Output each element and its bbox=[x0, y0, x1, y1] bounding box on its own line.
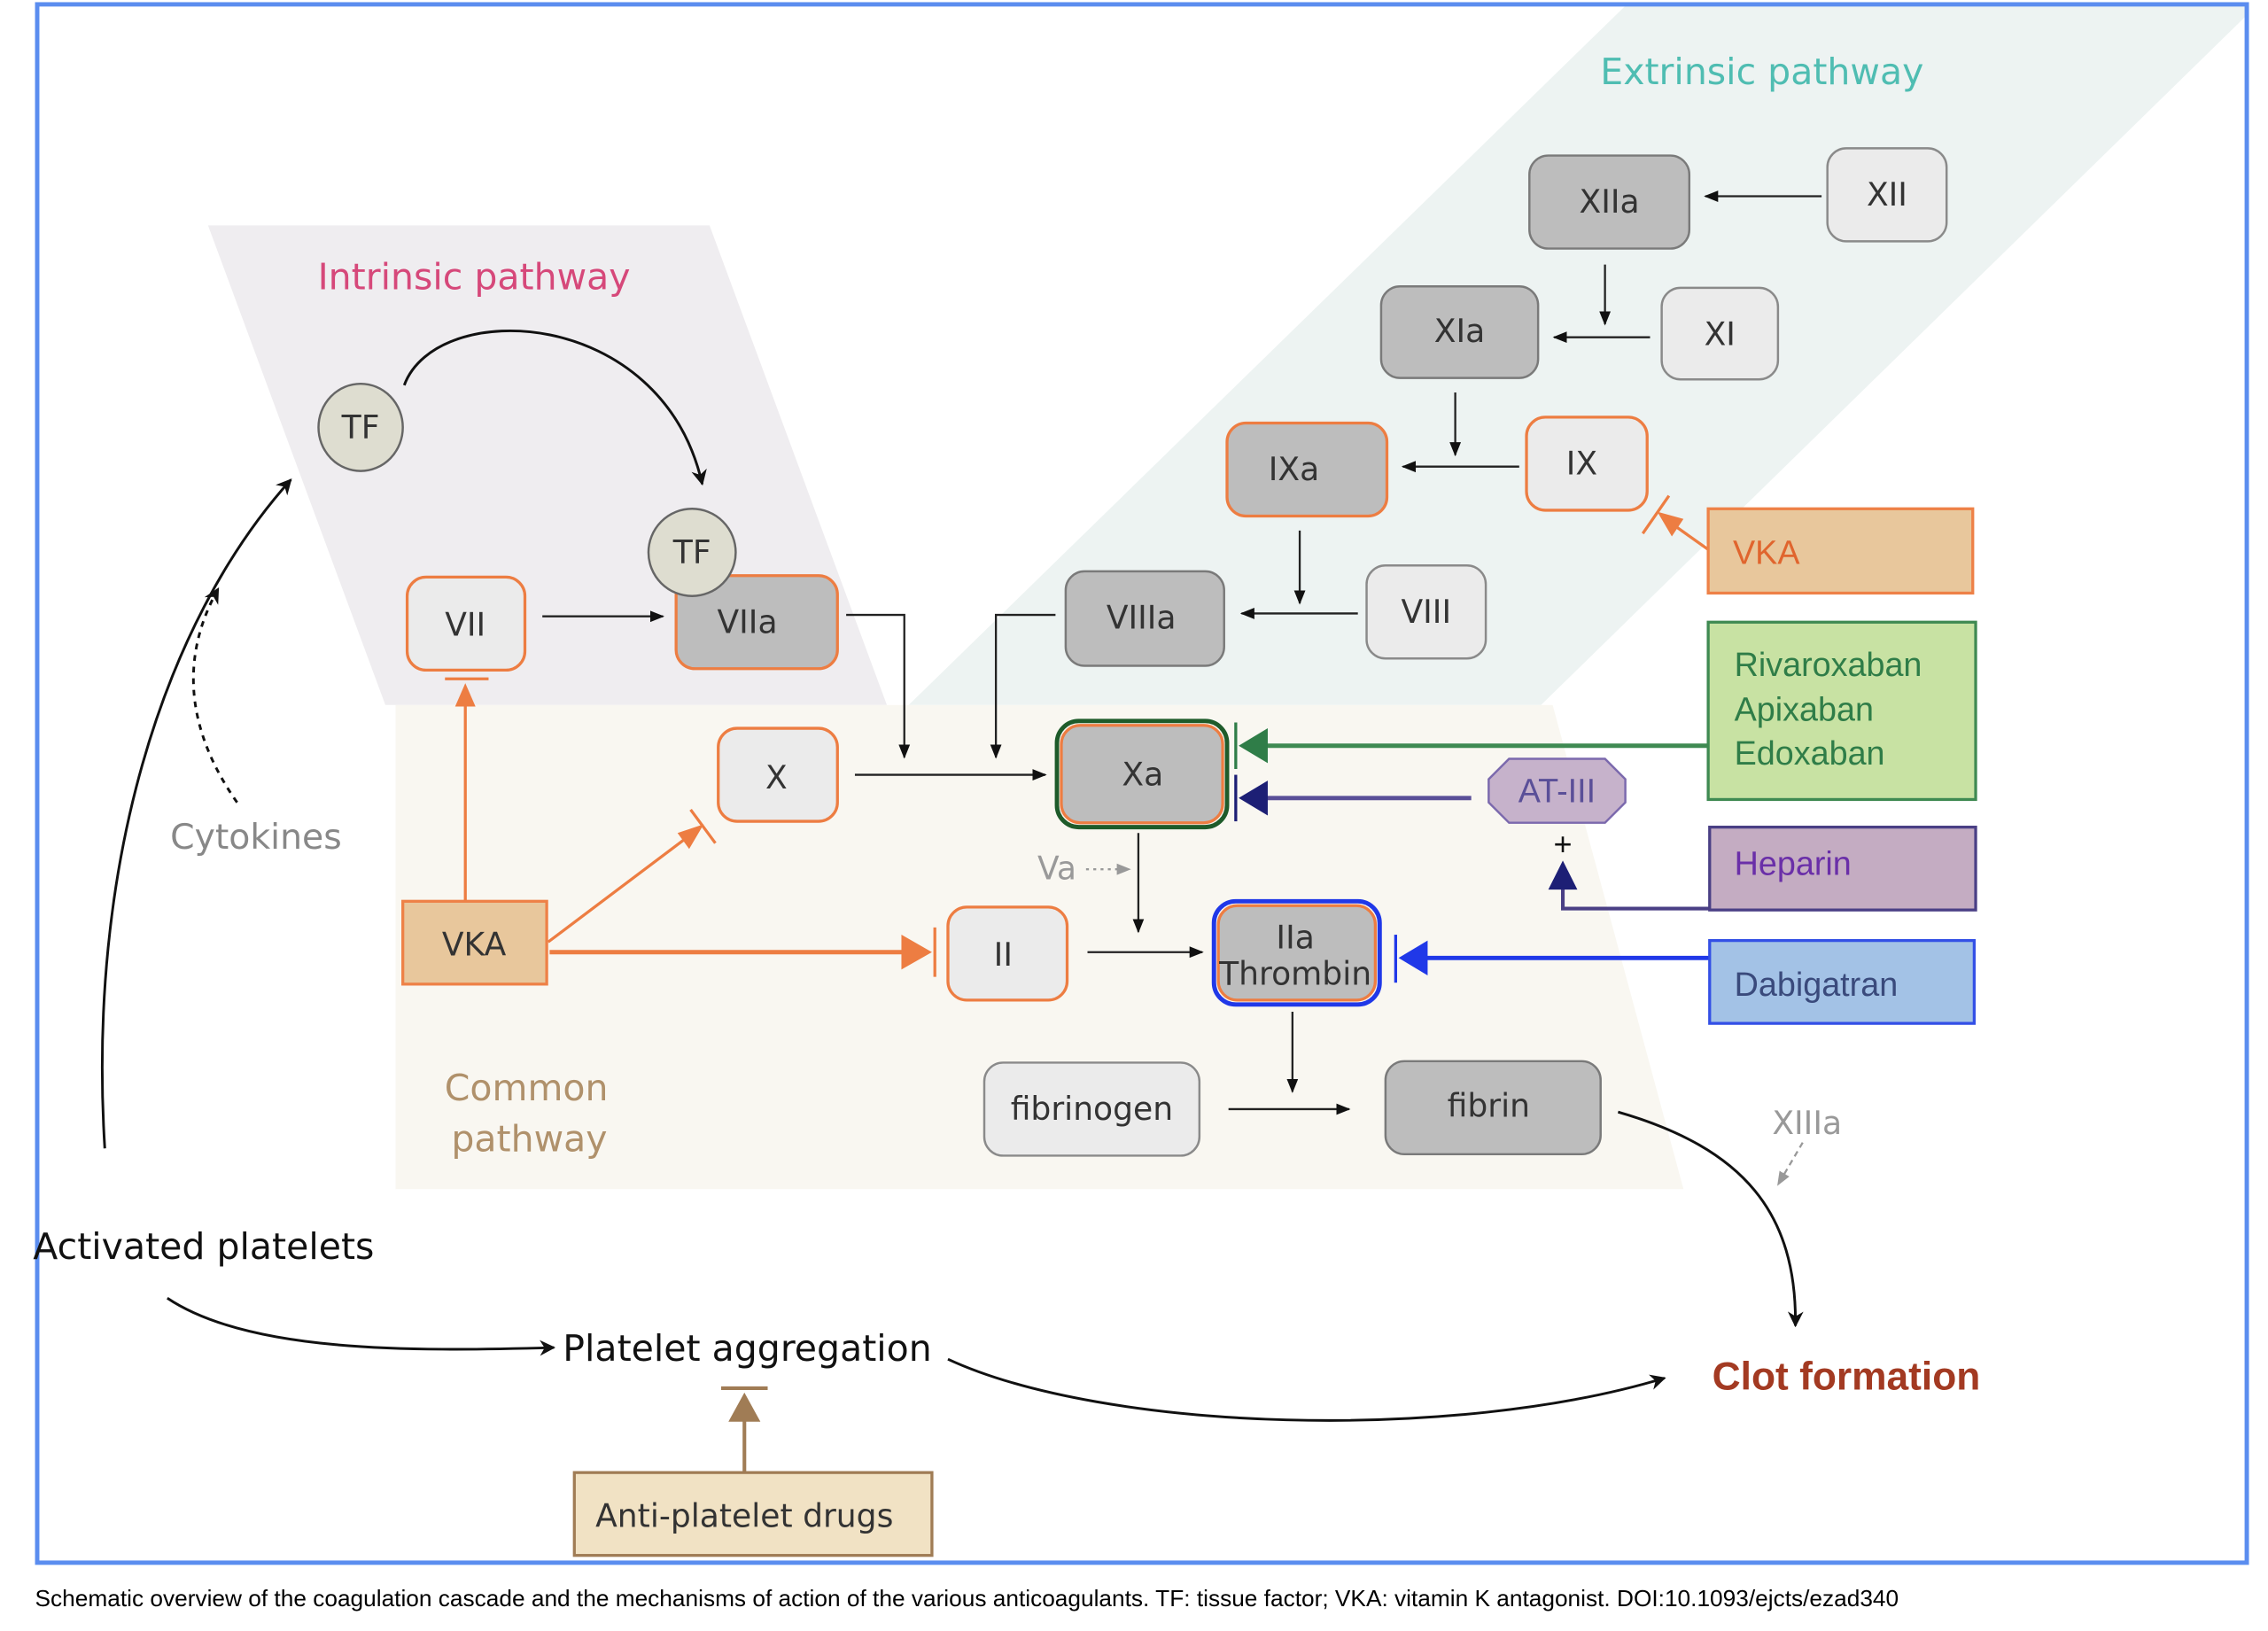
node-ii-label: II bbox=[994, 936, 1013, 974]
node-tf-free[interactable]: TF bbox=[317, 382, 404, 472]
node-ix-label: IX bbox=[1566, 445, 1597, 482]
node-xiia[interactable]: XIIa bbox=[1528, 154, 1691, 250]
node-tf-bound[interactable]: TF bbox=[647, 508, 737, 597]
drug-heparin-label: Heparin bbox=[1735, 845, 1852, 882]
drug-antiplatelet[interactable]: Anti-platelet drugs bbox=[572, 1471, 934, 1557]
node-ii[interactable]: II bbox=[946, 905, 1069, 1002]
node-iia-thrombin[interactable]: IIa Thrombin bbox=[1211, 898, 1382, 1007]
figure-frame bbox=[35, 2, 2249, 1565]
va-label: Va bbox=[1037, 850, 1076, 888]
node-at3-label: AT-III bbox=[1518, 773, 1596, 810]
drug-dabigatran[interactable]: Dabigatran bbox=[1708, 938, 1977, 1025]
inhibition-arrows bbox=[445, 494, 1710, 1473]
drug-antiplatelet-label: Anti-platelet drugs bbox=[595, 1497, 893, 1534]
node-xi[interactable]: XI bbox=[1660, 286, 1780, 381]
node-viia-label: VIIa bbox=[718, 603, 778, 641]
arrow-xiiia-dashed bbox=[1776, 1142, 1804, 1186]
platelet-aggregation-label: Platelet aggregation bbox=[563, 1327, 931, 1370]
drug-heparin[interactable]: Heparin bbox=[1708, 825, 1977, 912]
node-viii[interactable]: VIII bbox=[1365, 564, 1487, 660]
node-ixa[interactable]: IXa bbox=[1225, 421, 1389, 518]
arrow-aggregation-to-clot bbox=[947, 1357, 1666, 1422]
activate-heparin-at3-head bbox=[1548, 860, 1578, 890]
node-tf-free-label: TF bbox=[341, 408, 380, 446]
node-fibrinogen-label: fibrinogen bbox=[1011, 1091, 1173, 1128]
clot-formation-label: Clot formation bbox=[1713, 1355, 1981, 1399]
inhibit-vka-vii-head bbox=[454, 683, 476, 707]
node-ixa-label: IXa bbox=[1269, 451, 1319, 488]
figure-caption: Schematic overview of the coagulation ca… bbox=[35, 1585, 1899, 1612]
activated-platelets-label: Activated platelets bbox=[33, 1225, 374, 1268]
common-pathway-label-1: Common bbox=[445, 1067, 609, 1109]
inhibit-vka-ix-line bbox=[1672, 523, 1710, 551]
inhibit-vka-ix-head bbox=[1657, 511, 1684, 537]
node-xa[interactable]: Xa bbox=[1054, 718, 1230, 830]
node-viiia-label: VIIIa bbox=[1107, 599, 1177, 636]
drug-vka-top-label: VKA bbox=[1733, 534, 1800, 571]
node-x[interactable]: X bbox=[717, 726, 839, 823]
node-viiia[interactable]: VIIIa bbox=[1064, 570, 1225, 667]
inhibit-vka-x-line bbox=[547, 835, 690, 944]
arrow-tf-to-tf-viia bbox=[402, 330, 707, 486]
node-vii-label: VII bbox=[445, 607, 485, 644]
drug-xa-inhibitors[interactable]: Rivaroxaban Apixaban Edoxaban bbox=[1706, 620, 1977, 802]
inhibit-vka-x-bar bbox=[689, 808, 717, 844]
arrow-platelets-to-tf bbox=[100, 478, 292, 1149]
xiiia-label: XIIIa bbox=[1772, 1105, 1842, 1142]
node-x-label: X bbox=[765, 759, 788, 796]
node-fibrinogen[interactable]: fibrinogen bbox=[983, 1061, 1201, 1157]
curved-arrows bbox=[100, 330, 1804, 1422]
drug-vka-left[interactable]: VKA bbox=[401, 899, 548, 986]
node-ix[interactable]: IX bbox=[1525, 416, 1649, 512]
node-viii-label: VIII bbox=[1402, 594, 1452, 631]
activate-heparin-at3-line bbox=[1560, 883, 1710, 911]
inhibit-at3-xa-head bbox=[1239, 781, 1268, 816]
arrow-fibrin-to-clot bbox=[1617, 1110, 1804, 1328]
drug-vka-left-label: VKA bbox=[442, 927, 507, 964]
node-vii[interactable]: VII bbox=[405, 575, 527, 672]
node-xia-label: XIa bbox=[1434, 313, 1485, 350]
arrow-platelets-to-aggregation bbox=[167, 1297, 556, 1356]
inhibit-dabigatran-iia-head bbox=[1398, 940, 1428, 975]
node-viia[interactable]: VIIa bbox=[674, 574, 839, 671]
extrinsic-pathway-label: Extrinsic pathway bbox=[1600, 50, 1923, 93]
node-xii[interactable]: XII bbox=[1826, 147, 1948, 243]
arrow-cytokines bbox=[191, 586, 238, 804]
arrow-viia-to-xa bbox=[846, 613, 911, 759]
node-tf-bound-label: TF bbox=[672, 534, 711, 571]
inhibit-antiplatelet-head bbox=[728, 1392, 761, 1422]
intrinsic-pathway-label: Intrinsic pathway bbox=[318, 256, 631, 299]
inhibit-vka-ii-head bbox=[901, 935, 932, 970]
drug-vka-top[interactable]: VKA bbox=[1706, 507, 1975, 595]
cytokines-label: Cytokines bbox=[170, 817, 342, 858]
node-fibrin[interactable]: fibrin bbox=[1384, 1060, 1602, 1156]
common-pathway-label-2: pathway bbox=[451, 1118, 607, 1161]
node-xii-label: XII bbox=[1867, 176, 1907, 214]
node-xiia-label: XIIa bbox=[1579, 183, 1639, 221]
node-thrombin-label: Thrombin bbox=[1218, 955, 1371, 992]
inhibit-vka-ix-bar bbox=[1641, 494, 1671, 535]
node-xi-label: XI bbox=[1705, 315, 1736, 353]
node-fibrin-label: fibrin bbox=[1448, 1088, 1530, 1125]
plus-sign: + bbox=[1554, 826, 1573, 862]
drug-rivaroxaban-label: Rivaroxaban bbox=[1735, 646, 1922, 683]
node-iia-label: IIa bbox=[1276, 919, 1314, 956]
drug-apixaban-label: Apixaban bbox=[1735, 691, 1874, 728]
node-xa-label: Xa bbox=[1122, 757, 1163, 794]
node-xia[interactable]: XIa bbox=[1379, 285, 1540, 379]
activation-arrows bbox=[542, 190, 1822, 1115]
node-at3[interactable]: AT-III bbox=[1487, 757, 1627, 824]
inhibit-vka-x-head bbox=[677, 824, 704, 850]
drug-edoxaban-label: Edoxaban bbox=[1735, 734, 1885, 772]
drug-dabigatran-label: Dabigatran bbox=[1735, 966, 1899, 1003]
arrow-viiia-to-xa bbox=[990, 613, 1056, 759]
inhibit-xa-drugs-head bbox=[1239, 728, 1268, 764]
